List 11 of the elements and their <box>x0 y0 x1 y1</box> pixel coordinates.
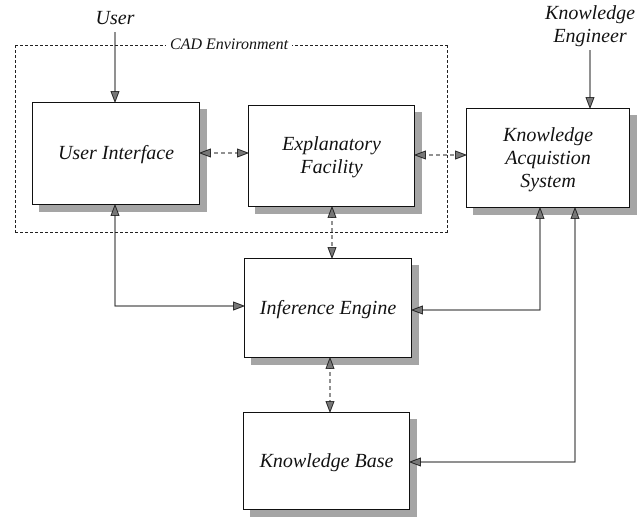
connector-arrow <box>412 208 544 314</box>
connector-arrow <box>110 32 120 102</box>
actor-label: User <box>85 4 145 32</box>
connector-arrow <box>414 150 466 160</box>
connector-arrow <box>410 208 580 466</box>
connector-arrow <box>110 204 244 310</box>
actor-label: Knowledge Engineer <box>535 0 640 50</box>
connector-arrow <box>326 358 334 412</box>
connector-arrow <box>586 50 594 108</box>
connector-arrow <box>200 148 248 158</box>
connector-arrow <box>328 206 336 258</box>
